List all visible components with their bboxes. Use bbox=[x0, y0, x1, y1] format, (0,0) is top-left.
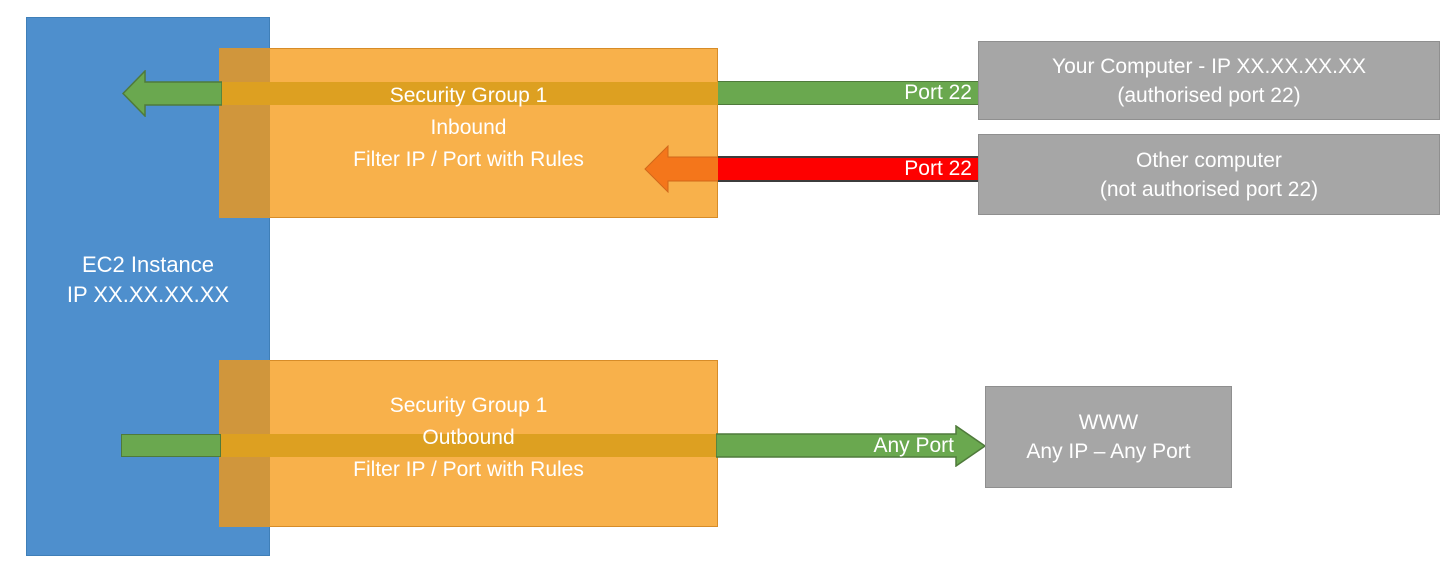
inbound-allowed-overlap-band bbox=[219, 82, 718, 105]
sg-inbound-ec2-overlap bbox=[219, 48, 270, 218]
inbound-blocked-bar: Port 22 bbox=[718, 156, 980, 182]
inbound-allowed-port-label: Port 22 bbox=[904, 81, 972, 104]
security-group-inbound-box bbox=[219, 48, 718, 218]
endpoint-other-computer: Other computer (not authorised port 22) bbox=[978, 134, 1440, 215]
endpoint-www: WWW Any IP – Any Port bbox=[985, 386, 1232, 488]
outbound-allowed-overlap-band bbox=[219, 434, 718, 457]
inbound-blocked-port-label: Port 22 bbox=[904, 157, 972, 180]
outbound-allowed-stub bbox=[121, 434, 221, 457]
ec2-instance-label: EC2 Instance IP XX.XX.XX.XX bbox=[66, 252, 230, 307]
inbound-allowed-arrow-icon bbox=[122, 70, 222, 117]
outbound-allowed-arrow-icon bbox=[715, 424, 987, 468]
inbound-allowed-bar: Port 22 bbox=[718, 81, 980, 105]
endpoint-your-computer: Your Computer - IP XX.XX.XX.XX (authoris… bbox=[978, 41, 1440, 120]
inbound-blocked-arrow-icon bbox=[644, 144, 721, 194]
